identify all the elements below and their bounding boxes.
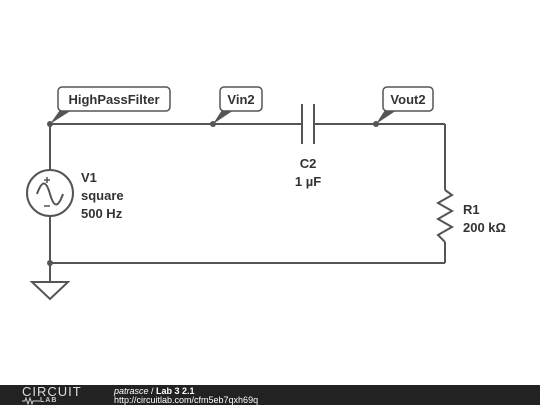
capacitor-name: C2 <box>300 156 317 171</box>
resistor-name: R1 <box>463 202 480 217</box>
label-pointer <box>50 110 72 124</box>
resistor-r1: R1 200 kΩ <box>435 189 506 243</box>
label-vout2: Vout2 <box>376 86 434 124</box>
ground-icon <box>29 281 71 301</box>
node-dot-ground <box>47 260 53 266</box>
author-separator: / <box>148 386 157 396</box>
wires <box>49 123 446 282</box>
circuit-title-link[interactable]: Lab 3 2.1 <box>156 386 195 396</box>
sine-wave-icon <box>36 182 64 206</box>
label-pointer <box>213 110 234 124</box>
footer-bar: CIRCUIT LAB patrasce / Lab 3 2.1 http://… <box>0 385 540 405</box>
capacitor-c2: C2 1 µF <box>295 104 321 189</box>
circuitlab-logo-icon <box>22 397 40 405</box>
label-box <box>57 86 171 112</box>
logo-lab-text: LAB <box>40 397 58 404</box>
source-name: V1 <box>81 170 97 185</box>
label-text: Vout2 <box>390 92 425 107</box>
source-type: square <box>81 188 124 203</box>
label-highpassfilter: HighPassFilter <box>50 86 171 124</box>
label-box <box>382 86 434 112</box>
label-box <box>219 86 263 112</box>
footer-author-line: patrasce / Lab 3 2.1 <box>114 386 195 396</box>
label-pointer <box>376 110 397 124</box>
source-frequency: 500 Hz <box>81 206 123 221</box>
capacitor-value: 1 µF <box>295 174 321 189</box>
resistor-value: 200 kΩ <box>463 220 506 235</box>
author-link[interactable]: patrasce <box>114 386 149 396</box>
voltage-source-v1: V1 square 500 Hz <box>26 169 124 221</box>
logo-circuit-text: CIRCUIT <box>22 384 82 399</box>
resistor-zigzag <box>435 189 455 243</box>
label-text: Vin2 <box>227 92 254 107</box>
label-text: HighPassFilter <box>68 92 159 107</box>
footer-url-link[interactable]: http://circuitlab.com/cfm5eb7qxh69q <box>114 395 259 405</box>
label-vin2: Vin2 <box>213 86 263 124</box>
source-circle <box>26 169 74 217</box>
